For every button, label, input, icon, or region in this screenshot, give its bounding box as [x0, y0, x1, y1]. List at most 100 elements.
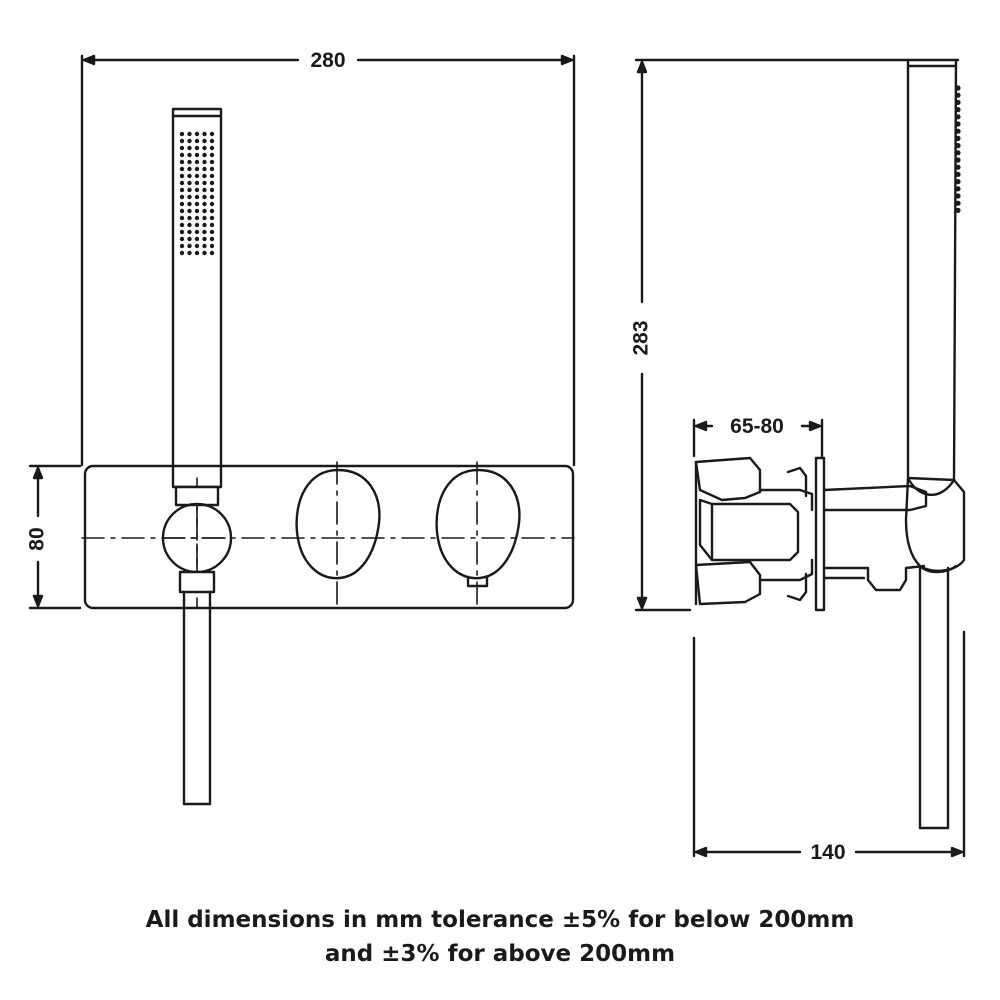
dimension-depth-140: 140 [692, 630, 966, 864]
nozzle-dot [209, 194, 215, 200]
nozzle-dot [179, 229, 185, 235]
nozzle-dot [187, 236, 192, 242]
nozzle-dot [179, 236, 185, 242]
nozzle-dot [179, 166, 185, 172]
dimension-width-280: 280 [80, 49, 576, 467]
nozzle-dot [179, 145, 185, 151]
nozzle-dot [179, 131, 185, 137]
centre-lines-front [81, 461, 575, 609]
nozzle-dot [194, 138, 200, 144]
hose-side [918, 566, 950, 830]
nozzle-dot [187, 159, 192, 165]
nozzle-dot [194, 131, 200, 137]
nozzle-dot [187, 229, 192, 235]
nozzle-dot [209, 250, 215, 256]
nozzle-dot [202, 152, 207, 158]
nozzle-dot-side [955, 164, 961, 170]
nozzle-dot [179, 138, 185, 144]
nozzle-dot [187, 243, 192, 249]
nozzle-dot [194, 243, 200, 249]
nozzle-dot [209, 159, 215, 165]
wall-plate-side [814, 456, 826, 612]
nozzle-dot [179, 201, 185, 207]
nozzle-dot [187, 180, 192, 186]
hose-front [182, 590, 212, 806]
nozzle-dot [209, 131, 215, 137]
wall-plate-front [83, 464, 575, 610]
nozzle-dot [209, 173, 215, 179]
nozzle-dot [202, 250, 207, 256]
nozzle-dot [209, 201, 215, 207]
nozzle-dot [209, 229, 215, 235]
nozzle-dot [202, 243, 207, 249]
nozzle-dot-side [955, 143, 961, 149]
nozzle-dot [179, 215, 185, 221]
front-view: 280 80 [26, 49, 576, 806]
nozzle-dot-side [955, 92, 961, 98]
nozzle-dot [209, 145, 215, 151]
nozzle-dot [209, 138, 215, 144]
nozzle-dot [187, 173, 192, 179]
nozzle-dot [179, 173, 185, 179]
nozzle-dot [209, 152, 215, 158]
nozzle-dot [202, 145, 207, 151]
nozzle-dot [194, 166, 200, 172]
nozzle-dot [202, 138, 207, 144]
dimension-label-depth-range: 65-80 [730, 415, 784, 438]
nozzle-dot [194, 208, 200, 214]
nozzle-dot [202, 201, 207, 207]
nozzle-dot [202, 222, 207, 228]
nozzle-dot [187, 187, 192, 193]
nozzle-dot [194, 201, 200, 207]
nozzle-dot-side [955, 179, 961, 185]
nozzle-dot [209, 166, 215, 172]
control-handle-left [295, 468, 381, 580]
holder-bracket-side [904, 476, 966, 574]
tolerance-note-line1: All dimensions in mm tolerance ±5% for b… [145, 907, 855, 933]
nozzle-dot [187, 201, 192, 207]
nozzle-dot [179, 152, 185, 158]
nozzle-dot [202, 159, 207, 165]
nozzle-dot-side [955, 128, 961, 134]
nozzle-dot [202, 236, 207, 242]
dimension-height-80: 80 [26, 464, 82, 610]
nozzle-dot [179, 222, 185, 228]
nozzle-dot-side [955, 207, 961, 213]
nozzle-dot-side [955, 150, 961, 156]
nozzle-dot [209, 236, 215, 242]
nozzle-dot [202, 173, 207, 179]
nozzle-dot [187, 145, 192, 151]
nozzle-dot [179, 250, 185, 256]
hose-outlet-front [161, 485, 233, 594]
nozzle-dot [179, 159, 185, 165]
nozzle-dot [194, 229, 200, 235]
nozzle-dot [187, 222, 192, 228]
nozzle-dot-side [955, 135, 961, 141]
nozzle-dot [194, 173, 200, 179]
control-handle-side [822, 484, 928, 592]
nozzle-dot [187, 138, 192, 144]
nozzle-dot [179, 194, 185, 200]
nozzle-dot [194, 236, 200, 242]
nozzle-dot [202, 187, 207, 193]
nozzle-dot [194, 194, 200, 200]
dimension-height-283: 283 [630, 58, 960, 612]
nozzle-dot [194, 215, 200, 221]
nozzle-dot [187, 194, 192, 200]
nozzle-column-side [955, 85, 961, 213]
nozzle-dot [194, 180, 200, 186]
nozzle-dot [194, 187, 200, 193]
nozzle-dot [202, 180, 207, 186]
nozzle-dot-side [955, 99, 961, 105]
nozzle-dot [202, 166, 207, 172]
nozzle-grid [179, 131, 215, 256]
side-view: 283 65-80 140 [630, 58, 966, 864]
nozzle-dot-side [955, 107, 961, 113]
nozzle-dot [194, 145, 200, 151]
handshower-side [906, 58, 961, 482]
nozzle-dot [202, 208, 207, 214]
nozzle-dot [209, 222, 215, 228]
nozzle-dot [187, 215, 192, 221]
handshower-front [171, 107, 223, 489]
